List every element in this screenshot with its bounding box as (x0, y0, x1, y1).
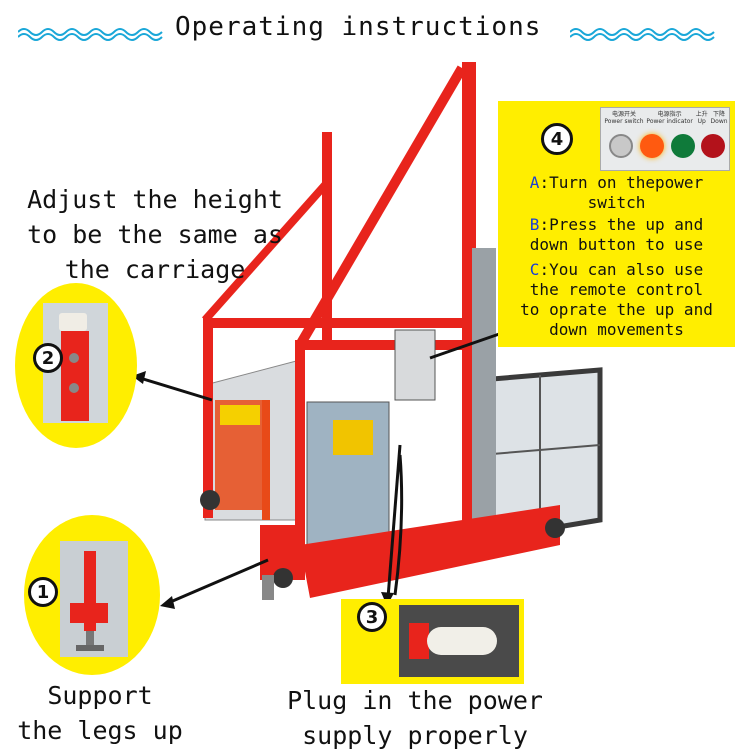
step3-number-badge: 3 (357, 602, 387, 632)
instruction-c-line4: down movements (549, 320, 684, 339)
step2-caption-line1: Adjust the height (27, 185, 283, 214)
instruction-b-line2: down button to use (529, 235, 704, 254)
step2-number-badge: 2 (33, 343, 63, 373)
step2-caption-line3: the carriage (64, 255, 246, 284)
step3-caption-line1: Plug in the power (287, 686, 543, 715)
power-indicator-light-icon (640, 134, 664, 158)
step3-caption-line2: supply properly (302, 721, 528, 750)
power-key-switch-icon (609, 134, 633, 158)
instruction-b-letter: B (529, 215, 540, 234)
step4-instruction-b: B:Press the up and down button to use (498, 215, 735, 255)
step2-caption-line2: to be the same as (27, 220, 283, 249)
instruction-a-line1: :Turn on thepower (539, 173, 704, 192)
instruction-c-line1: :You can also use (539, 260, 704, 279)
step3-caption: Plug in the power supply properly (255, 683, 575, 753)
instruction-b-line1: :Press the up and (539, 215, 704, 234)
step2-caption: Adjust the height to be the same as the … (0, 182, 310, 287)
instruction-a-letter: A (529, 173, 540, 192)
step3-plug-image (399, 605, 519, 677)
step4-instruction-c: C:You can also use the remote control to… (498, 260, 735, 340)
step4-number-badge: 4 (541, 123, 573, 155)
step1-caption-line2: the legs up (17, 716, 183, 745)
step3-detail-box: 3 (341, 599, 524, 684)
step4-instruction-a: A:Turn on thepower switch (498, 173, 735, 213)
right-wave-decoration (570, 28, 715, 41)
step2-detail-ellipse: 2 (15, 283, 137, 448)
page-title: Operating instructions (175, 12, 542, 42)
instruction-c-letter: C (529, 260, 540, 279)
step1-detail-ellipse: 1 (24, 515, 160, 675)
instruction-a-line2: switch (587, 193, 646, 212)
step1-caption-line1: Support (47, 681, 153, 710)
step1-caption: Support the legs up (0, 678, 200, 748)
left-wave-decoration (18, 28, 163, 41)
step1-number-badge: 1 (28, 577, 58, 607)
up-button-icon (671, 134, 695, 158)
instruction-c-line2: the remote control (529, 280, 704, 299)
step1-support-leg-image (60, 541, 128, 657)
instruction-c-line3: to oprate the up and (520, 300, 713, 319)
down-button-icon (701, 134, 725, 158)
